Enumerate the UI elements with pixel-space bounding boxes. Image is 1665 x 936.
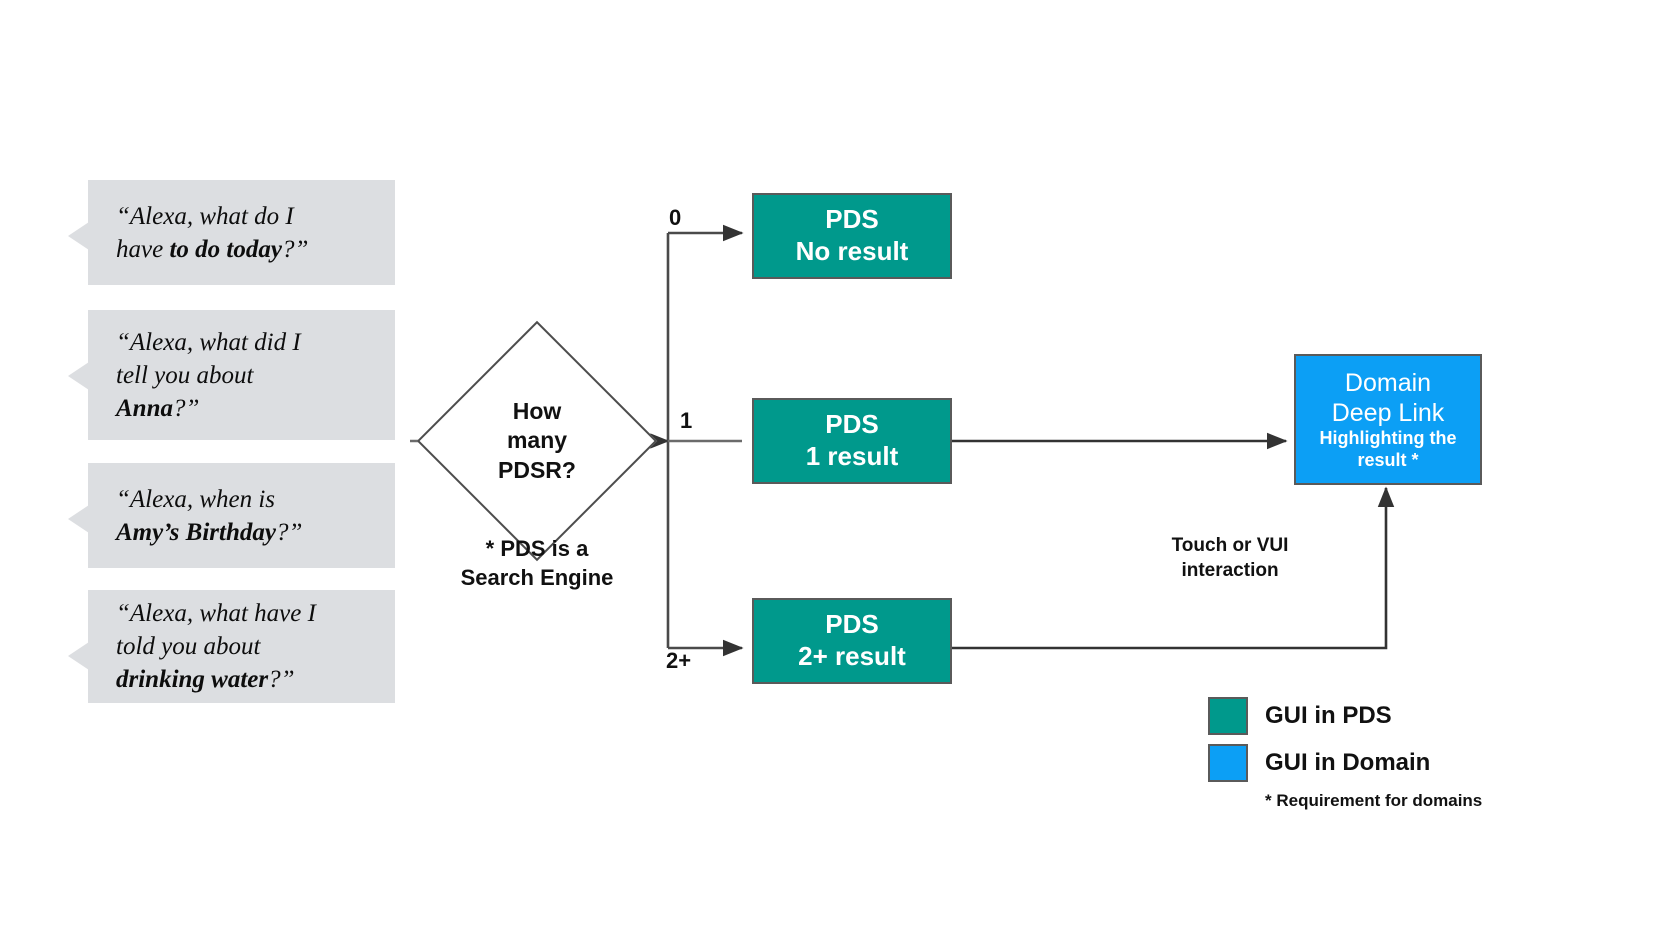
pds-1-result-line-1: PDS <box>825 409 879 440</box>
diamond-line-2: many <box>506 427 568 454</box>
touch-vui-line-2: interaction <box>1181 559 1279 581</box>
legend-swatch-teal-icon <box>1208 697 1248 735</box>
domain-box-line-2: Deep Link <box>1331 399 1445 428</box>
legend-label-gui-in-pds: GUI in PDS <box>1265 702 1392 729</box>
utterance-line-1: “Alexa, what have I <box>116 600 316 627</box>
pds-no-result-box[interactable]: PDS No result <box>752 193 952 279</box>
legend-item-gui-in-pds: GUI in PDS <box>1208 697 1482 735</box>
pds-no-result-line-1: PDS <box>825 204 879 235</box>
decision-diamond: How many PDSR? <box>416 320 658 562</box>
domain-deep-link-box[interactable]: Domain Deep Link Highlighting the result… <box>1294 354 1482 485</box>
legend-item-gui-in-domain: GUI in Domain <box>1208 744 1482 782</box>
diamond-line-1: How <box>512 397 562 424</box>
utterance-highlight: Anna <box>116 394 173 422</box>
utterance-line-2: have <box>116 235 170 263</box>
utterance-bubble-4: “Alexa, what have I told you about drink… <box>68 590 395 703</box>
utterance-bubble-1: “Alexa, what do I have to do today?” <box>68 180 395 285</box>
bubble-tail-icon <box>68 505 89 533</box>
diamond-line-3: PDSR? <box>498 456 576 483</box>
touch-vui-line-1: Touch or VUI <box>1171 535 1289 556</box>
utterance-tail: ?” <box>275 518 303 546</box>
branch-label-2plus: 2+ <box>666 648 692 673</box>
domain-box-sub-line-1: Highlighting the <box>1319 428 1457 449</box>
pds-2plus-result-line-1: PDS <box>825 609 879 640</box>
utterance-line-1: “Alexa, what do I <box>116 202 294 230</box>
pds-1-result-line-2: 1 result <box>805 441 899 471</box>
utterance-line-2: told you about <box>116 633 261 660</box>
utterance-tail: ?” <box>281 235 309 263</box>
pds-footnote-line-1: * PDS is a <box>485 536 589 561</box>
legend-footnote: * Requirement for domains <box>1265 791 1483 810</box>
utterance-highlight: to do today <box>169 235 282 263</box>
pds-footnote: * PDS is a Search Engine <box>437 535 637 592</box>
utterance-line-1: “Alexa, when is <box>116 485 276 513</box>
branch-label-1: 1 <box>680 408 693 433</box>
utterance-bubble-2: “Alexa, what did I tell you about Anna?” <box>68 310 395 440</box>
legend-swatch-blue-icon <box>1208 744 1248 782</box>
utterance-line-1: “Alexa, what did I <box>116 328 301 356</box>
pds-2plus-result-line-2: 2+ result <box>798 641 906 671</box>
utterance-highlight: Amy’s Birthday <box>116 518 276 546</box>
diamond-label: How many PDSR? <box>452 356 622 526</box>
utterance-tail: ?” <box>268 666 295 693</box>
utterance-highlight: drinking water <box>116 666 269 693</box>
pds-1-result-box[interactable]: PDS 1 result <box>752 398 952 484</box>
bubble-tail-icon <box>68 222 89 250</box>
legend: GUI in PDS GUI in Domain * Requirement f… <box>1208 697 1482 811</box>
legend-label-gui-in-domain: GUI in Domain <box>1265 749 1431 776</box>
utterance-tail: ?” <box>172 394 200 422</box>
pds-footnote-line-2: Search Engine <box>460 564 614 590</box>
utterance-line-2: tell you about <box>116 361 254 389</box>
utterance-bubble-3: “Alexa, when is Amy’s Birthday?” <box>68 463 395 568</box>
bubble-tail-icon <box>68 642 89 670</box>
domain-box-line-1: Domain <box>1344 369 1432 398</box>
bubble-tail-icon <box>68 362 89 390</box>
touch-vui-caption: Touch or VUI interaction <box>1125 534 1335 583</box>
domain-box-sub-line-2: result * <box>1357 449 1419 470</box>
pds-2plus-result-box[interactable]: PDS 2+ result <box>752 598 952 684</box>
pds-no-result-line-2: No result <box>795 236 909 266</box>
branch-label-0: 0 <box>669 205 682 230</box>
